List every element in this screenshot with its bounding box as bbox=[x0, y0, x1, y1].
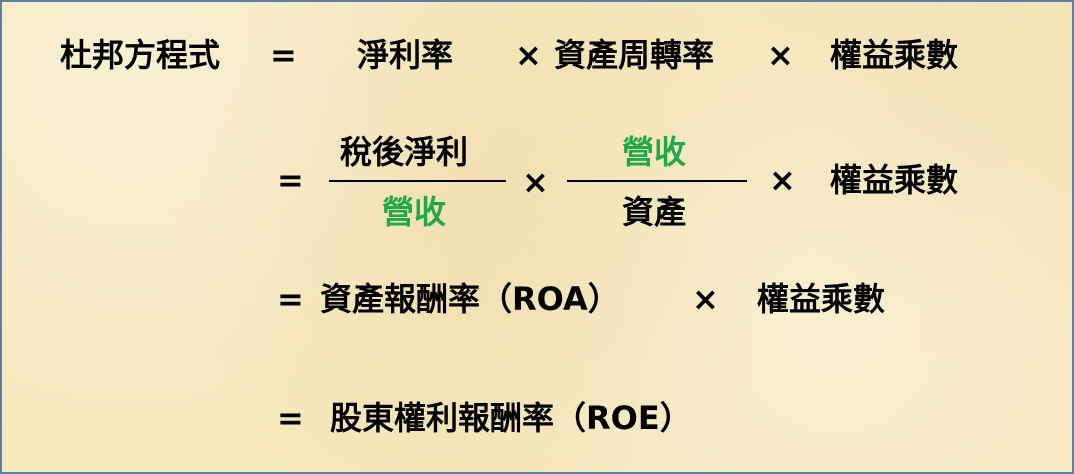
return-on-assets: 資產報酬率（ROA） bbox=[320, 280, 620, 318]
equity-multiplier: 權益乘數 bbox=[757, 280, 886, 318]
net-profit-margin: 淨利率 bbox=[357, 36, 454, 74]
fraction2-numerator: 營收 bbox=[622, 133, 687, 171]
formula-title: 杜邦方程式 bbox=[60, 36, 221, 74]
fraction1-bar bbox=[329, 180, 506, 182]
equity-multiplier: 權益乘數 bbox=[830, 36, 959, 74]
fraction2-bar bbox=[567, 180, 747, 182]
equity-multiplier: 權益乘數 bbox=[830, 161, 959, 199]
fraction1-denominator: 營收 bbox=[382, 193, 447, 231]
multiply-sign: × bbox=[769, 161, 796, 199]
equals-sign: = bbox=[277, 280, 304, 318]
multiply-sign: × bbox=[522, 163, 549, 201]
fraction1-numerator: 稅後淨利 bbox=[340, 133, 469, 171]
multiply-sign: × bbox=[692, 280, 719, 318]
equals-sign: = bbox=[270, 36, 297, 74]
asset-turnover: 資產周轉率 bbox=[554, 36, 715, 74]
multiply-sign: × bbox=[767, 36, 794, 74]
multiply-sign: × bbox=[515, 36, 542, 74]
fraction2-denominator: 資產 bbox=[622, 193, 687, 231]
equals-sign: = bbox=[277, 399, 304, 437]
equals-sign: = bbox=[277, 161, 304, 199]
return-on-equity: 股東權利報酬率（ROE） bbox=[330, 399, 692, 437]
